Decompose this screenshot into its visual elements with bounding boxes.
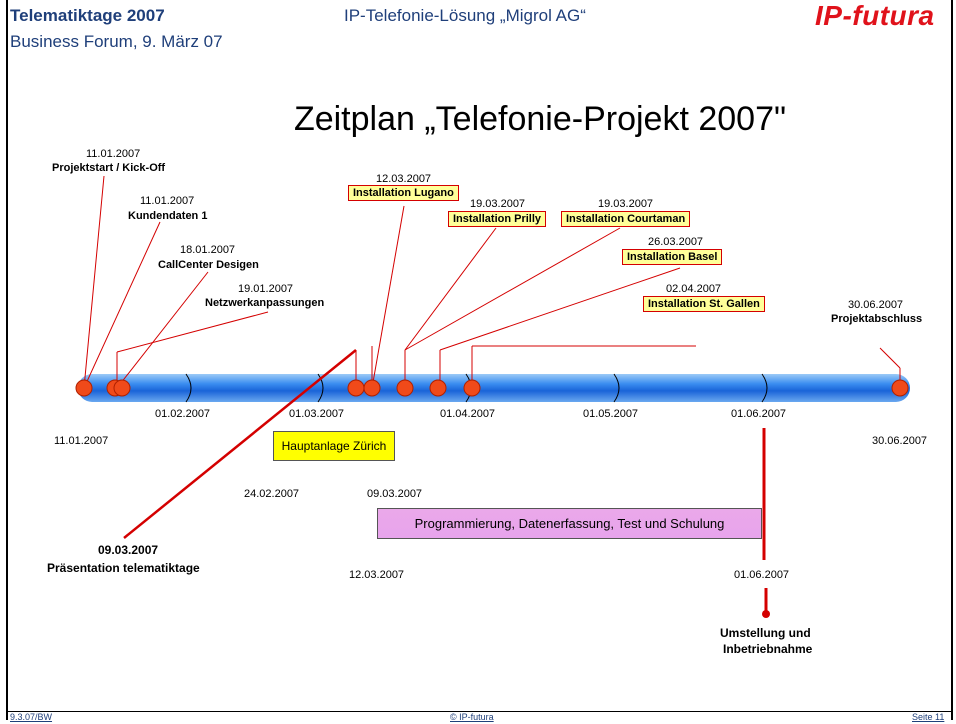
milestone-label: Kundendaten 1 [128, 210, 208, 222]
milestone-marker [347, 379, 365, 397]
milestone-marker [75, 379, 93, 397]
milestone-date: 11.01.2007 [140, 195, 195, 207]
milestone-date: 26.03.2007 [648, 236, 704, 248]
axis-tick-label: 01.03.2007 [289, 408, 345, 420]
presentation-date: 09.03.2007 [98, 543, 159, 557]
milestone-date: 19.01.2007 [238, 283, 294, 295]
milestone-date: 11.01.2007 [86, 148, 141, 160]
milestone-date: 19.03.2007 [598, 198, 654, 210]
tick-separator [185, 373, 192, 403]
milestone-date: 30.06.2007 [848, 299, 904, 311]
axis-start-label: 11.01.2007 [54, 435, 109, 447]
milestone-date: 18.01.2007 [180, 244, 236, 256]
project-title: IP-Telefonie-Lösung „Migrol AG“ [344, 6, 586, 25]
footer-copyright: © IP-futura [450, 712, 494, 722]
phase-start-date: 12.03.2007 [349, 569, 405, 581]
milestone-box: Installation Courtaman [561, 211, 691, 227]
tick-separator [761, 373, 768, 403]
golive-dot [762, 610, 770, 618]
milestone-date: 19.03.2007 [470, 198, 526, 210]
footer-page-number: Seite 11 [912, 712, 945, 722]
milestone-marker [113, 379, 131, 397]
milestone-marker [891, 379, 909, 397]
milestone-label: Projektstart / Kick-Off [52, 162, 166, 174]
golive-label-line2: Inbetriebnahme [723, 642, 813, 656]
milestone-date: 02.04.2007 [666, 283, 722, 295]
page-title: Zeitplan „Telefonie-Projekt 2007" [293, 100, 787, 138]
phase-bar-programming: Programmierung, Datenerfassung, Test und… [377, 508, 762, 539]
golive-label-line1: Umstellung und [720, 626, 811, 640]
milestone-marker [396, 379, 414, 397]
milestone-date: 12.03.2007 [376, 173, 432, 185]
phase-end-date: 09.03.2007 [367, 488, 423, 500]
milestone-box: Installation Basel [622, 249, 723, 265]
presentation-label: Präsentation telematiktage [47, 561, 200, 575]
tick-separator [317, 373, 324, 403]
axis-tick-label: 01.06.2007 [731, 408, 787, 420]
axis-tick-label: 01.02.2007 [155, 408, 211, 420]
milestone-box: Installation Prilly [448, 211, 547, 227]
footer-divider [8, 711, 951, 712]
milestone-marker [363, 379, 381, 397]
tick-separator [613, 373, 620, 403]
milestone-marker [463, 379, 481, 397]
milestone-box: Installation St. Gallen [643, 296, 765, 312]
milestone-label: Netzwerkanpassungen [205, 297, 325, 309]
phase-bar-zurich: Hauptanlage Zürich [273, 431, 395, 461]
event-title: Telematiktage 2007 [10, 6, 165, 25]
phase-start-date: 24.02.2007 [244, 488, 300, 500]
phase-end-date: 01.06.2007 [734, 569, 790, 581]
timeline-bar [78, 374, 910, 402]
milestone-marker [429, 379, 447, 397]
axis-end-label: 30.06.2007 [872, 435, 928, 447]
ip-futura-logo: IP-futura [815, 0, 935, 31]
milestone-label: Projektabschluss [831, 313, 923, 325]
event-subtitle: Business Forum, 9. März 07 [10, 32, 223, 51]
presentation-pointer [123, 349, 357, 539]
footer-left: 9.3.07/BW [10, 712, 53, 722]
slide-frame [6, 0, 953, 720]
milestone-box: Installation Lugano [348, 185, 459, 201]
axis-tick-label: 01.04.2007 [440, 408, 496, 420]
milestone-label: CallCenter Desigen [158, 259, 259, 271]
axis-tick-label: 01.05.2007 [583, 408, 639, 420]
